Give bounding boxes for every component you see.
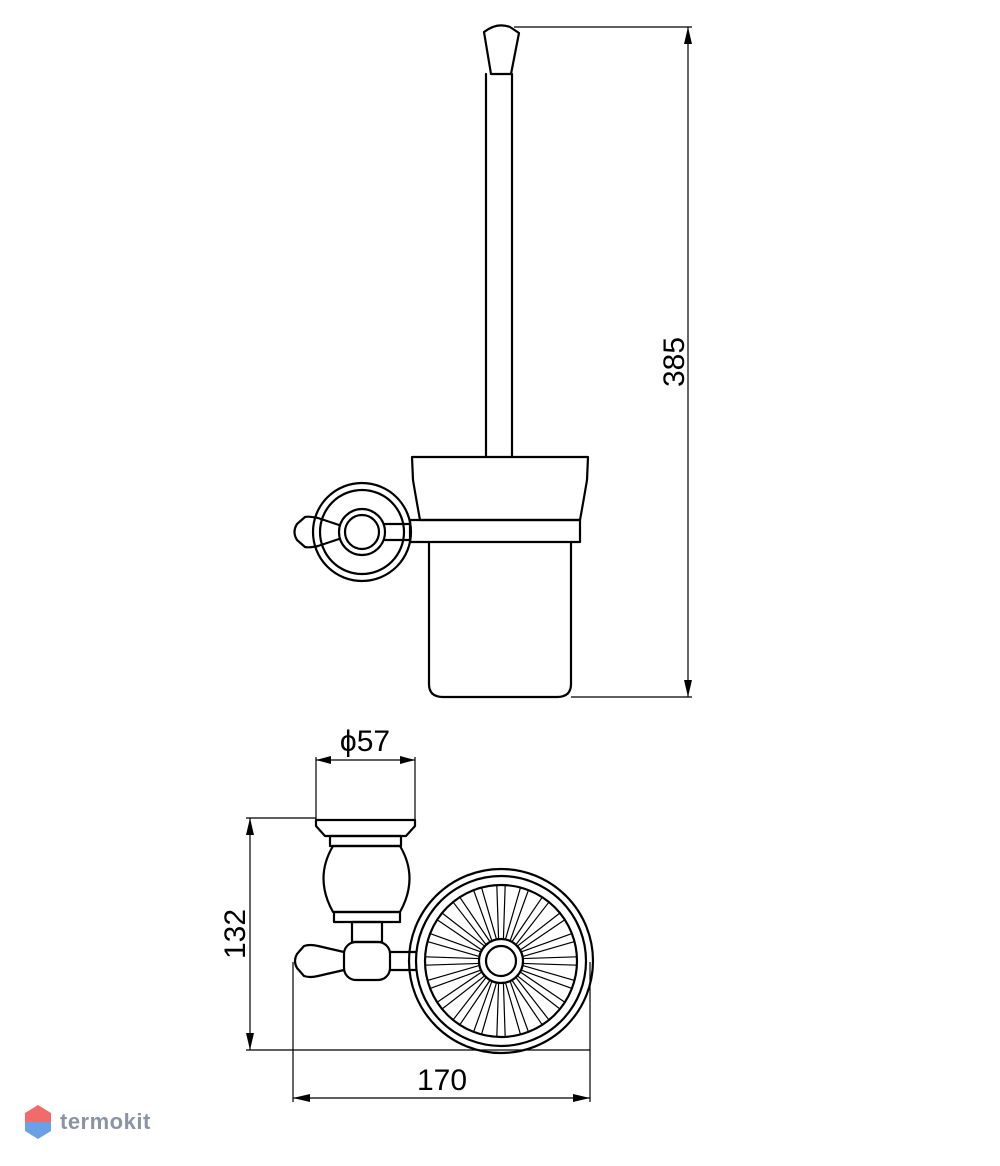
rosette-spoke [425,956,480,966]
rosette-outer [407,867,595,1055]
rosette-hub-inner [484,944,518,978]
rosette-spoke [427,933,482,958]
mount-hub-inner [343,513,381,551]
rosette-hub-outer [477,937,525,985]
width-arrow-right [573,1094,590,1102]
set-screw-knob [293,515,341,549]
rosette-spoke [452,976,491,1026]
cup-body [427,540,573,699]
rosette-spoke [473,887,498,942]
diameter-arrow-right [400,756,415,764]
diameter-label: ϕ57 [340,725,390,758]
rosette-spokes [425,885,577,1037]
depth-arrow-top [246,818,254,835]
rosette-spoke [520,933,575,958]
rosette-spoke [496,982,506,1037]
cup-collar [328,834,403,848]
neck [350,920,384,944]
depth-dimension: 132 [219,817,590,1051]
brand-logo: termokit [24,1104,151,1140]
rosette-spoke [436,912,486,951]
hexagon-logo-icon [25,1105,51,1139]
cup-rim-top [314,818,417,838]
depth-arrow-bottom [246,1033,254,1050]
handle-knob [482,24,521,76]
width-label: 170 [417,1064,467,1097]
mount-hub-side [342,940,392,982]
height-arrow-bottom [684,680,692,697]
front-view [293,24,590,699]
cup-ring [408,518,582,544]
rosette-spoke [504,887,529,942]
rosette-spoke [516,971,566,1010]
rosette-ring-2 [423,883,579,1039]
rosette-spoke [496,885,506,940]
rosette-spoke [504,980,529,1035]
wall-rosette-outer [311,481,413,583]
wall-rosette-inner [318,488,406,576]
rosette-spoke [427,964,482,989]
top-view: ϕ57 [293,725,595,1055]
height-dimension: 385 [514,26,692,698]
rosette-spoke [452,896,491,946]
rosette-spoke [522,956,577,966]
ball-collar [332,910,402,924]
rosette-spoke [511,976,550,1026]
depth-label: 132 [219,909,252,959]
mount-hub-outer [337,507,387,557]
brand-name: termokit [60,1109,151,1134]
rosette-ring-1 [414,874,588,1048]
diameter-arrow-left [316,756,331,764]
width-arrow-left [293,1094,310,1102]
height-label: 385 [658,337,691,387]
side-set-screw-knob [293,943,346,979]
width-dimension: 170 [292,962,591,1102]
rosette-spoke [436,971,486,1010]
rosette-spoke [520,964,575,989]
cup-top [410,455,590,522]
rosette-spoke [473,980,498,1035]
rosette-spoke [516,912,566,951]
rosette-spoke [511,896,550,946]
cup-ball [322,844,411,914]
height-arrow-top [684,27,692,44]
